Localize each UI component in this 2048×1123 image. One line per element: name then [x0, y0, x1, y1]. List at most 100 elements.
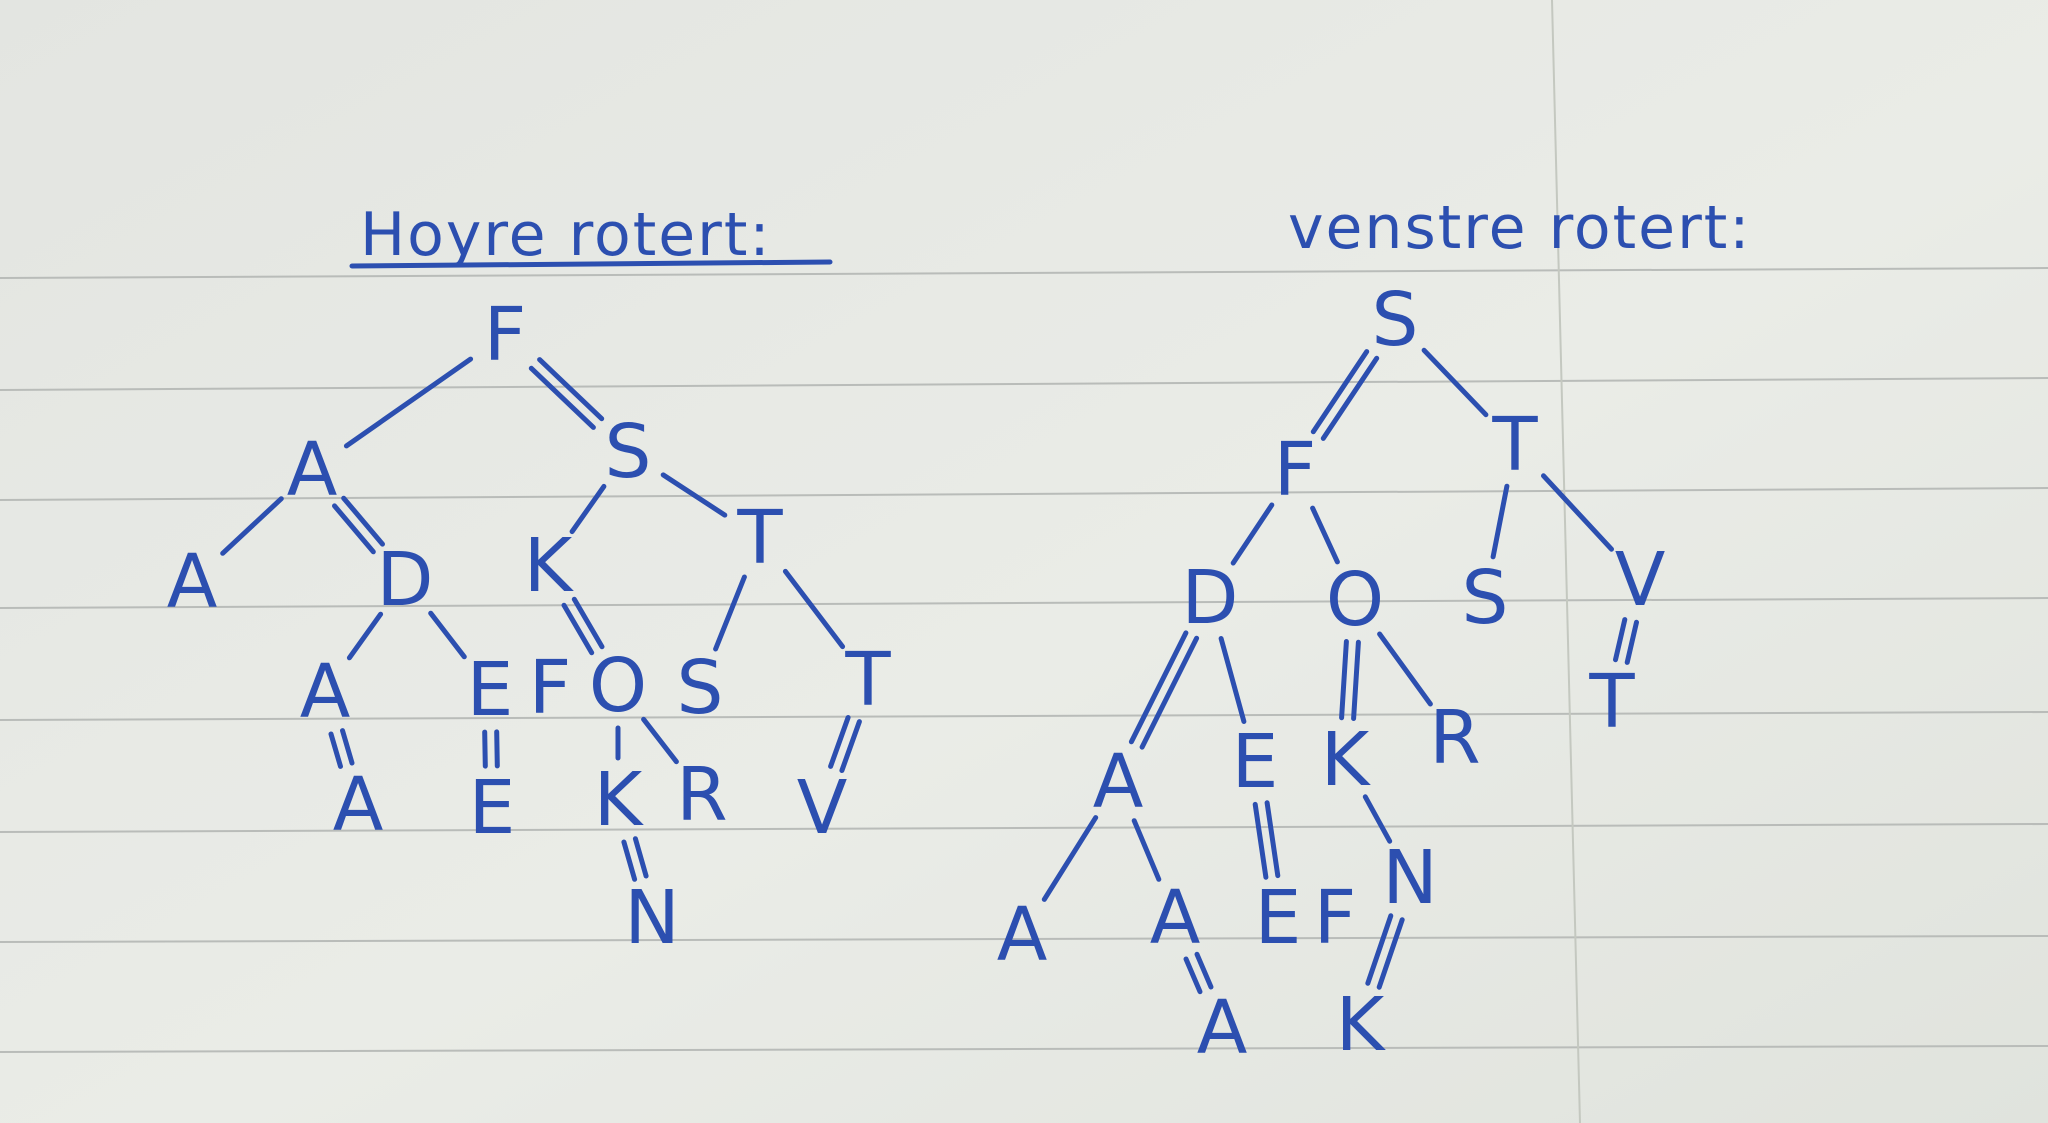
tree-edge-r6-r11: [561, 602, 595, 656]
tree-edge-r13-r18: [839, 719, 862, 773]
tree-title-left: venstre rotert:: [1288, 193, 1751, 263]
tree-edge-r3-r7: [660, 472, 728, 518]
tree-edge-l2-l4: [1230, 502, 1275, 566]
tree-edge-l9-l13: [1362, 794, 1393, 844]
tree-node-r10: F: [529, 645, 572, 731]
tree-node-r2: A: [287, 427, 338, 513]
ruled-line: [0, 711, 2048, 721]
ruled-line: [0, 377, 2048, 391]
tree-edge-r16-r19: [632, 836, 649, 879]
tree-edge-l13-l19: [1365, 913, 1394, 986]
tree-edge-l8-l16: [1264, 800, 1281, 879]
tree-node-r4: A: [167, 539, 218, 625]
tree-node-l1: S: [1372, 277, 1419, 363]
tree-edge-r1-r3: [537, 357, 605, 422]
tree-node-l14: A: [997, 892, 1048, 978]
tree-edge-r7-r13: [782, 568, 846, 650]
tree-node-l8: E: [1232, 719, 1279, 805]
tree-edges-right: [220, 356, 862, 882]
tree-edge-l3-l6: [1490, 483, 1510, 560]
tree-edge-r5-r9: [428, 610, 467, 660]
tree-node-l5: O: [1326, 557, 1384, 643]
tree-node-r19: N: [624, 875, 679, 961]
tree-edge-r13-r18: [828, 715, 851, 769]
ruled-line: [0, 823, 2048, 833]
tree-edge-l4-l12: [1139, 635, 1200, 750]
ruled-line: [0, 597, 2048, 609]
tree-node-l2: F: [1274, 427, 1317, 513]
tree-node-r3: S: [605, 409, 652, 495]
tree-edge-l12-l15: [1131, 818, 1162, 882]
tree-edge-r9-r15: [494, 729, 500, 769]
tree-edge-l13-l19: [1376, 917, 1405, 990]
tree-edge-r3-r6: [569, 483, 607, 535]
tree-node-l19: K: [1336, 982, 1387, 1068]
ruled-line: [0, 1045, 2048, 1053]
tree-node-r16: K: [594, 757, 645, 843]
tree-edge-r2-r5: [341, 495, 385, 547]
tree-node-l12: A: [1093, 739, 1144, 825]
tree-node-r1: F: [484, 292, 527, 378]
ruled-line: [0, 935, 2048, 943]
tree-edge-r16-r19: [621, 839, 638, 882]
tree-edge-r9-r15: [482, 729, 488, 769]
tree-node-r7: T: [736, 495, 783, 581]
tree-edge-l1-l2: [1310, 349, 1370, 435]
tree-node-l10: R: [1429, 695, 1480, 781]
tree-edge-l7-l11: [1624, 619, 1639, 665]
tree-edge-r2-r5: [332, 503, 376, 555]
tree-edge-l5-l9: [1339, 639, 1349, 721]
tree-edge-r1-r2: [343, 356, 474, 449]
tree-node-l11: T: [1588, 659, 1635, 745]
tree-edge-r5-r8: [346, 611, 384, 661]
tree-edge-r8-r14: [328, 731, 343, 769]
tree-edge-l15-l18: [1194, 951, 1214, 990]
tree-node-r5: D: [377, 537, 434, 623]
tree-edge-r8-r14: [340, 728, 355, 766]
tree-node-r11: O: [589, 643, 647, 729]
ruled-line: [0, 267, 2048, 279]
tree-node-l9: K: [1321, 717, 1372, 803]
tree-edge-r2-r4: [220, 496, 284, 556]
tree-node-r12: S: [677, 645, 724, 731]
tree-edge-l1-l3: [1421, 347, 1489, 418]
tree-node-l4: D: [1182, 555, 1239, 641]
tree-node-l15: A: [1150, 875, 1201, 961]
tree-node-l18: A: [1197, 985, 1248, 1071]
tree-edge-r11-r17: [641, 716, 679, 765]
tree-node-r14: A: [333, 762, 384, 848]
tree-edge-l12-l14: [1041, 815, 1099, 902]
tree-node-r15: E: [469, 765, 516, 851]
tree-edge-l15-l18: [1183, 956, 1203, 995]
tree-node-l3: T: [1491, 402, 1538, 488]
tree-edge-r6-r11: [571, 596, 605, 650]
tree-edge-l3-l7: [1541, 473, 1614, 552]
tree-title-right: Hoyre rotert:: [360, 200, 772, 270]
page-fold-line: [1551, 0, 1581, 1123]
tree-edge-l7-l11: [1613, 617, 1628, 663]
tree-edge-l4-l8: [1218, 636, 1247, 724]
tree-node-l16: E: [1255, 875, 1302, 961]
tree-node-l6: S: [1462, 555, 1509, 641]
title-underline: [349, 259, 833, 269]
tree-edge-l8-l16: [1252, 801, 1269, 880]
tree-edge-r7-r12: [713, 574, 747, 652]
tree-edge-l4-l12: [1128, 630, 1189, 745]
tree-edge-l5-l10: [1377, 631, 1433, 707]
tree-edge-l2-l5: [1310, 505, 1340, 565]
tree-node-r8: A: [300, 649, 351, 735]
tree-node-r17: R: [676, 752, 727, 838]
tree-node-r13: T: [844, 637, 891, 723]
tree-edge-l1-l2: [1320, 355, 1380, 441]
tree-node-l17: F: [1314, 875, 1357, 961]
tree-edges-left: [1041, 347, 1639, 995]
tree-node-r9: E: [467, 647, 514, 733]
tree-node-l13: N: [1382, 835, 1437, 921]
tree-node-r6: K: [524, 523, 575, 609]
